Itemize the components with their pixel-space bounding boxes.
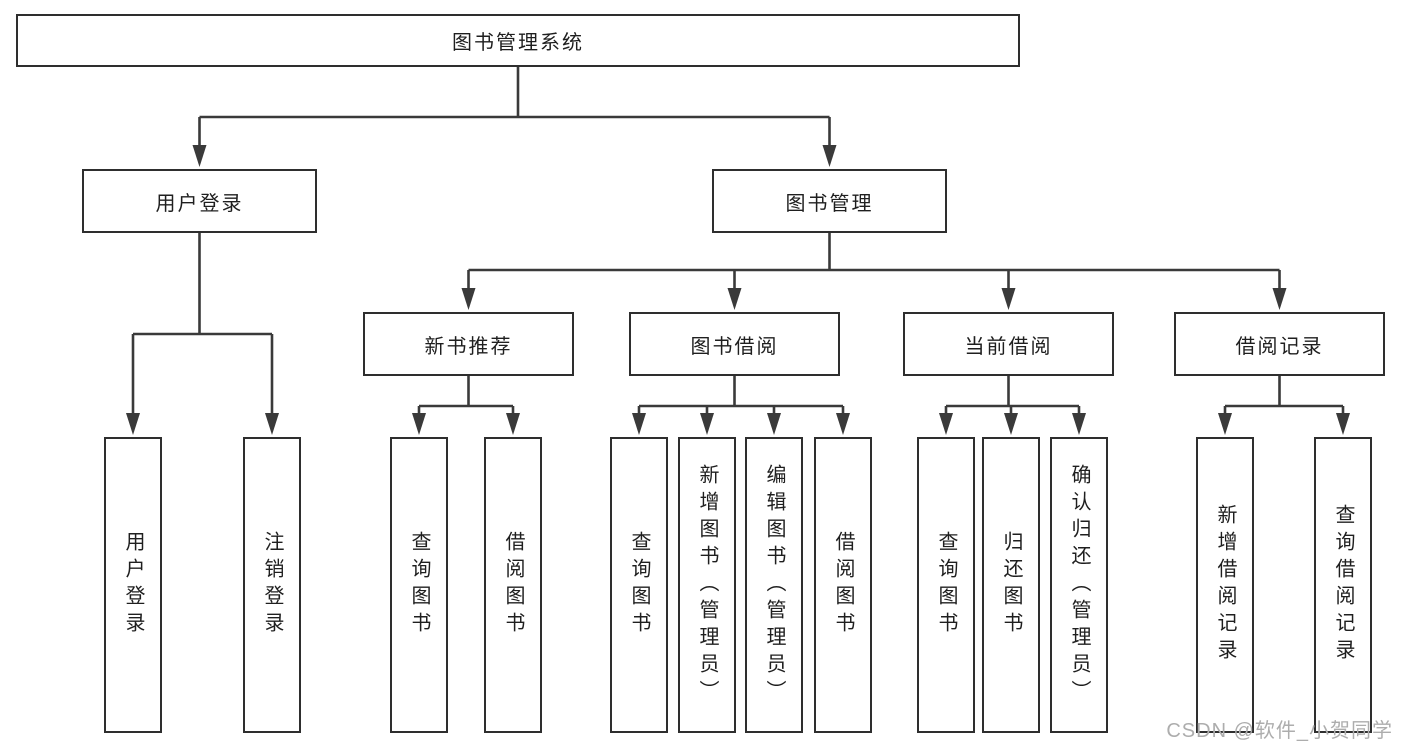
arrowhead bbox=[1072, 413, 1086, 435]
leaf-current-confirm-return-admin: 确认归还（管理员） bbox=[1050, 437, 1108, 733]
arrowhead bbox=[700, 413, 714, 435]
node-label: 查询借阅记录 bbox=[1332, 504, 1354, 666]
node-label: 查询图书 bbox=[935, 531, 957, 639]
node-label: 用户登录 bbox=[155, 192, 244, 215]
leaf-borrowing-edit-books-admin: 编辑图书（管理员） bbox=[745, 437, 803, 733]
arrowhead bbox=[939, 413, 953, 435]
arrowhead bbox=[632, 413, 646, 435]
arrowhead bbox=[1001, 288, 1016, 310]
csdn-watermark: CSDN @软件_小贺同学 bbox=[1166, 720, 1393, 742]
arrowhead bbox=[767, 413, 781, 435]
node-new-book-recommendation: 新书推荐 bbox=[363, 312, 574, 376]
node-book-management-system: 图书管理系统 bbox=[16, 14, 1020, 67]
leaf-records-add-borrow-record: 新增借阅记录 bbox=[1196, 437, 1254, 733]
node-label: 查询图书 bbox=[628, 531, 650, 639]
node-label: 新书推荐 bbox=[424, 335, 513, 358]
node-label: 归还图书 bbox=[1000, 531, 1022, 639]
arrowhead bbox=[822, 145, 837, 167]
node-label: 查询图书 bbox=[408, 531, 430, 639]
node-label: 图书管理系统 bbox=[452, 32, 584, 54]
node-user-login: 用户登录 bbox=[82, 169, 317, 233]
arrowhead bbox=[1272, 288, 1287, 310]
node-label: 新增图书（管理员） bbox=[696, 463, 718, 707]
arrowhead bbox=[506, 413, 520, 435]
leaf-current-return-books: 归还图书 bbox=[982, 437, 1040, 733]
leaf-current-query-books: 查询图书 bbox=[917, 437, 975, 733]
arrowhead bbox=[126, 413, 140, 435]
node-label: 用户登录 bbox=[122, 531, 144, 639]
node-book-management: 图书管理 bbox=[712, 169, 947, 233]
node-label: 确认归还（管理员） bbox=[1068, 463, 1090, 707]
arrowhead bbox=[461, 288, 476, 310]
node-label: 借阅记录 bbox=[1235, 335, 1324, 358]
leaf-borrowing-query-books: 查询图书 bbox=[610, 437, 668, 733]
node-label: 编辑图书（管理员） bbox=[763, 463, 785, 707]
arrowhead bbox=[836, 413, 850, 435]
node-label: 借阅图书 bbox=[832, 531, 854, 639]
node-label: 当前借阅 bbox=[964, 335, 1053, 358]
arrowhead bbox=[1218, 413, 1232, 435]
leaf-records-query-borrow-record: 查询借阅记录 bbox=[1314, 437, 1372, 733]
node-label: 借阅图书 bbox=[502, 531, 524, 639]
leaf-logout: 注销登录 bbox=[243, 437, 301, 733]
leaf-borrowing-add-books-admin: 新增图书（管理员） bbox=[678, 437, 736, 733]
arrowhead bbox=[1004, 413, 1018, 435]
node-borrowing-records: 借阅记录 bbox=[1174, 312, 1385, 376]
arrowhead bbox=[727, 288, 742, 310]
node-label: 图书借阅 bbox=[690, 335, 779, 358]
leaf-recommend-query-books: 查询图书 bbox=[390, 437, 448, 733]
node-current-borrowing: 当前借阅 bbox=[903, 312, 1114, 376]
node-book-borrowing: 图书借阅 bbox=[629, 312, 840, 376]
leaf-borrowing-borrow-books: 借阅图书 bbox=[814, 437, 872, 733]
node-label: 新增借阅记录 bbox=[1214, 504, 1236, 666]
leaf-user-login: 用户登录 bbox=[104, 437, 162, 733]
arrowhead bbox=[265, 413, 279, 435]
arrowhead bbox=[192, 145, 207, 167]
leaf-recommend-borrow-books: 借阅图书 bbox=[484, 437, 542, 733]
arrowhead bbox=[1336, 413, 1350, 435]
arrowhead bbox=[412, 413, 426, 435]
node-label: 图书管理 bbox=[785, 192, 874, 215]
node-label: 注销登录 bbox=[261, 531, 283, 639]
